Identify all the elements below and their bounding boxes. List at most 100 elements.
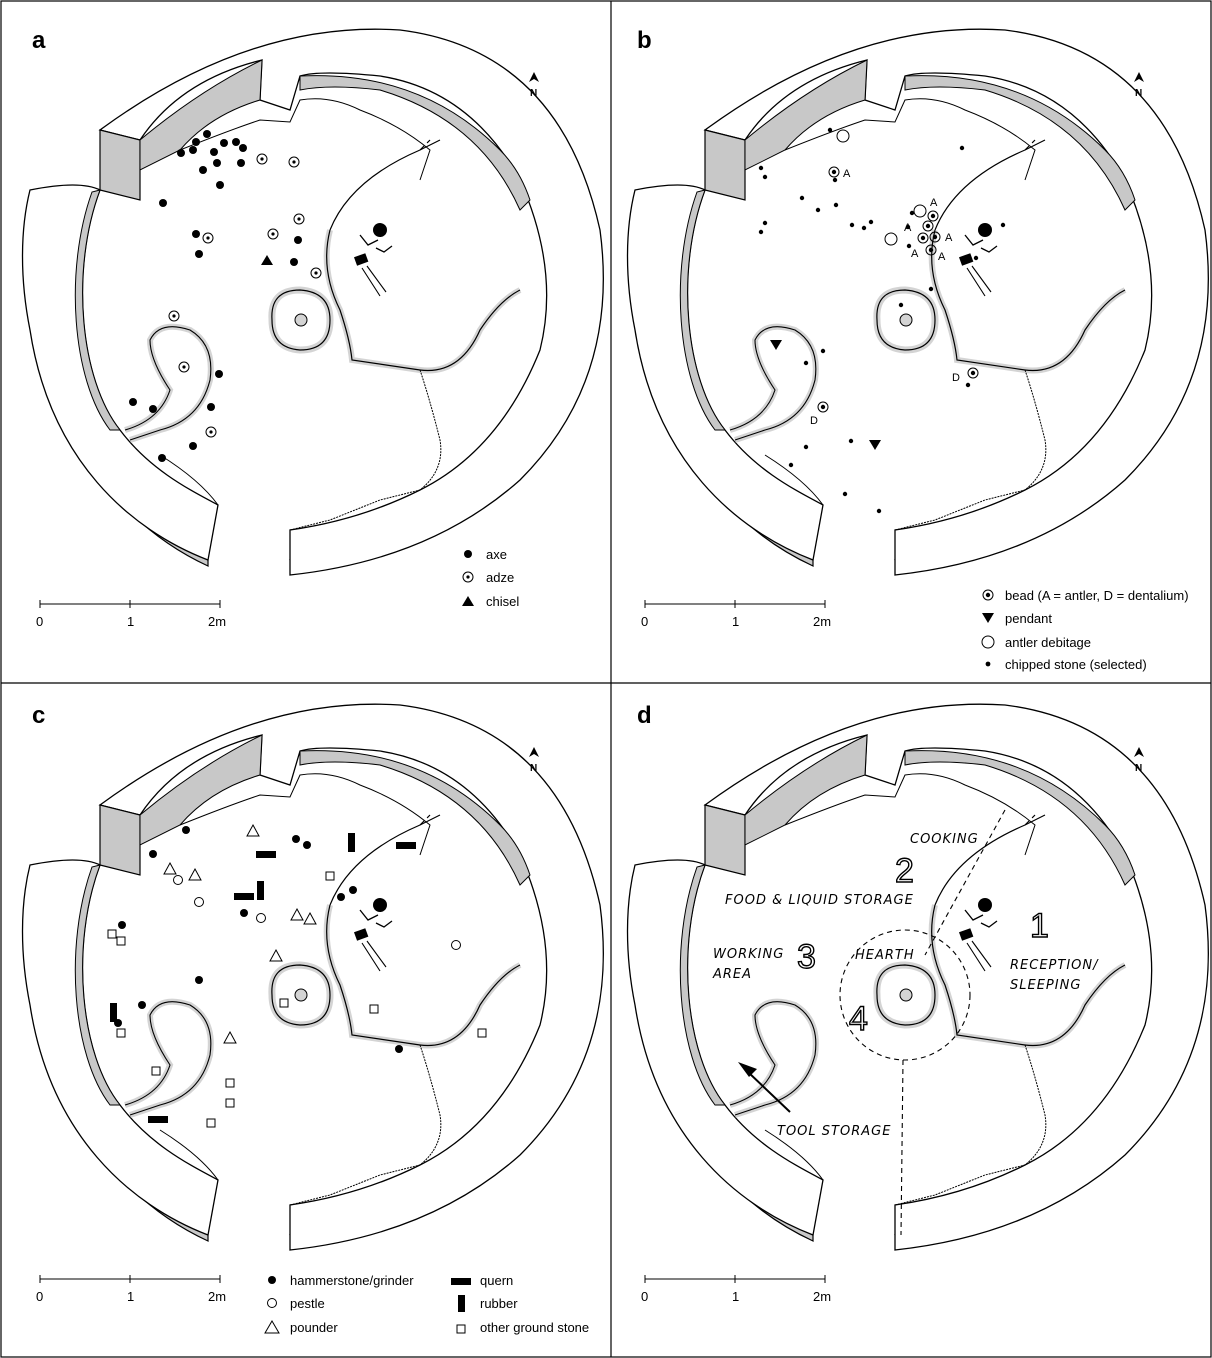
legend-hammerstone-symbol [268, 1276, 276, 1284]
legend-pendant-label: pendant [1005, 611, 1052, 626]
svg-text:1: 1 [732, 1289, 739, 1304]
svg-text:A: A [911, 248, 919, 260]
panel-d: d N COOKING 2 FOOD & LIQUID STORAGE 1 WO… [628, 702, 1209, 1304]
pounder-markers [163, 823, 317, 1044]
scale-bar-d: 0 1 2m [641, 1275, 831, 1304]
legend-quern-symbol [451, 1278, 471, 1285]
svg-text:0: 0 [641, 614, 648, 629]
north-arrow-a: N [529, 72, 539, 99]
legend-adze-label: adze [486, 570, 514, 585]
panel-letter-c: c [32, 702, 45, 729]
legend-axe-symbol [464, 550, 472, 558]
legend-quern-label: quern [480, 1273, 513, 1288]
legend-other-ground-stone-label: other ground stone [480, 1320, 589, 1335]
svg-text:N: N [530, 88, 537, 99]
legend-b: bead (A = antler, D = dentalium) pendant… [981, 588, 1189, 672]
legend-chisel-symbol [462, 596, 474, 606]
legend-debitage-symbol [981, 635, 995, 649]
legend-pestle-label: pestle [290, 1296, 325, 1311]
svg-text:A: A [945, 232, 953, 244]
artifacts-a [129, 130, 322, 462]
legend-pestle-symbol [267, 1298, 277, 1308]
legend-bead-label: bead (A = antler, D = dentalium) [1005, 588, 1189, 603]
legend-chipped-stone-label: chipped stone (selected) [1005, 657, 1147, 672]
svg-text:N: N [530, 763, 537, 774]
legend-pendant-symbol [982, 613, 994, 623]
north-arrow-c: N [529, 747, 539, 774]
svg-text:0: 0 [36, 1289, 43, 1304]
house-plan-a [23, 29, 604, 575]
svg-text:A: A [904, 222, 912, 234]
svg-text:N: N [1135, 763, 1142, 774]
legend-chipped-stone-symbol [985, 661, 991, 667]
zone-number-4: 4 [849, 1000, 868, 1038]
activity-zones: COOKING 2 FOOD & LIQUID STORAGE 1 WORKIN… [712, 809, 1099, 1236]
panel-letter-a: a [32, 27, 46, 54]
pendant-markers [770, 340, 881, 450]
hammerstone-markers [114, 826, 403, 1053]
legend-bead-symbol [985, 592, 991, 598]
legend-axe-label: axe [486, 547, 507, 562]
legend-chisel-label: chisel [486, 594, 519, 609]
scale-bar-b: 0 1 2m [641, 600, 831, 629]
svg-text:0: 0 [36, 614, 43, 629]
house-plan-c [23, 704, 604, 1250]
legend-pounder-label: pounder [290, 1320, 338, 1335]
zone-label-working-1: WORKING [713, 947, 784, 962]
quern-markers [148, 842, 416, 1123]
north-arrow-b: N [1134, 72, 1144, 99]
panel-a: a N [23, 27, 604, 629]
pestle-markers [173, 875, 461, 950]
svg-text:2m: 2m [208, 614, 226, 629]
legend-debitage-label: antler debitage [1005, 635, 1091, 650]
scale-bar-c: 0 1 2m [36, 1275, 226, 1304]
tool-storage-arrow [747, 1071, 791, 1113]
svg-text:A: A [930, 197, 938, 209]
svg-text:1: 1 [127, 614, 134, 629]
panel-b: b N [628, 27, 1209, 672]
svg-text:2m: 2m [813, 1289, 831, 1304]
zone-label-hearth: HEARTH [855, 948, 915, 963]
rubber-markers [110, 833, 355, 1022]
panel-c: c N [23, 702, 604, 1335]
legend-hammerstone-label: hammerstone/grinder [290, 1273, 414, 1288]
svg-text:2m: 2m [208, 1289, 226, 1304]
panel-letter-b: b [637, 27, 652, 54]
hearth-zone-circle [839, 929, 971, 1061]
legend-rubber-label: rubber [480, 1296, 518, 1311]
zone-label-working-2: AREA [712, 967, 752, 982]
zone-label-food-storage: FOOD & LIQUID STORAGE [725, 893, 914, 908]
chipped-stone-markers [758, 127, 1006, 514]
legend-c: hammerstone/grinder pestle pounder quern… [264, 1273, 589, 1335]
legend-a: axe adze chisel [462, 547, 519, 609]
zone-number-3: 3 [797, 938, 816, 976]
svg-text:0: 0 [641, 1289, 648, 1304]
zone-label-reception-1: RECEPTION/ [1010, 958, 1099, 973]
artifacts-b: A A A A A A D D [758, 127, 1006, 514]
artifacts-c [107, 823, 487, 1128]
chisel-marker [261, 255, 273, 265]
zone-label-cooking: COOKING [910, 832, 979, 847]
svg-text:1: 1 [732, 614, 739, 629]
svg-text:A: A [938, 251, 946, 263]
zone-label-tool-storage: TOOL STORAGE [777, 1124, 891, 1139]
zone-number-1: 1 [1030, 907, 1049, 945]
house-plan-b [628, 29, 1209, 575]
svg-text:D: D [810, 415, 818, 427]
svg-text:A: A [843, 168, 851, 180]
adze-markers [168, 153, 322, 438]
legend-rubber-symbol [458, 1295, 465, 1312]
zone-number-2: 2 [895, 852, 914, 890]
other-ground-stone-markers [107, 871, 487, 1128]
zone-label-reception-2: SLEEPING [1010, 978, 1081, 993]
zone-divider-south [900, 1059, 904, 1236]
legend-adze-symbol [466, 575, 470, 579]
antler-debitage-markers [836, 129, 927, 246]
north-arrow-d: N [1134, 747, 1144, 774]
scale-bar-a: 0 1 2m [36, 600, 226, 629]
legend-pounder-symbol [264, 1320, 280, 1334]
svg-text:2m: 2m [813, 614, 831, 629]
svg-text:1: 1 [127, 1289, 134, 1304]
